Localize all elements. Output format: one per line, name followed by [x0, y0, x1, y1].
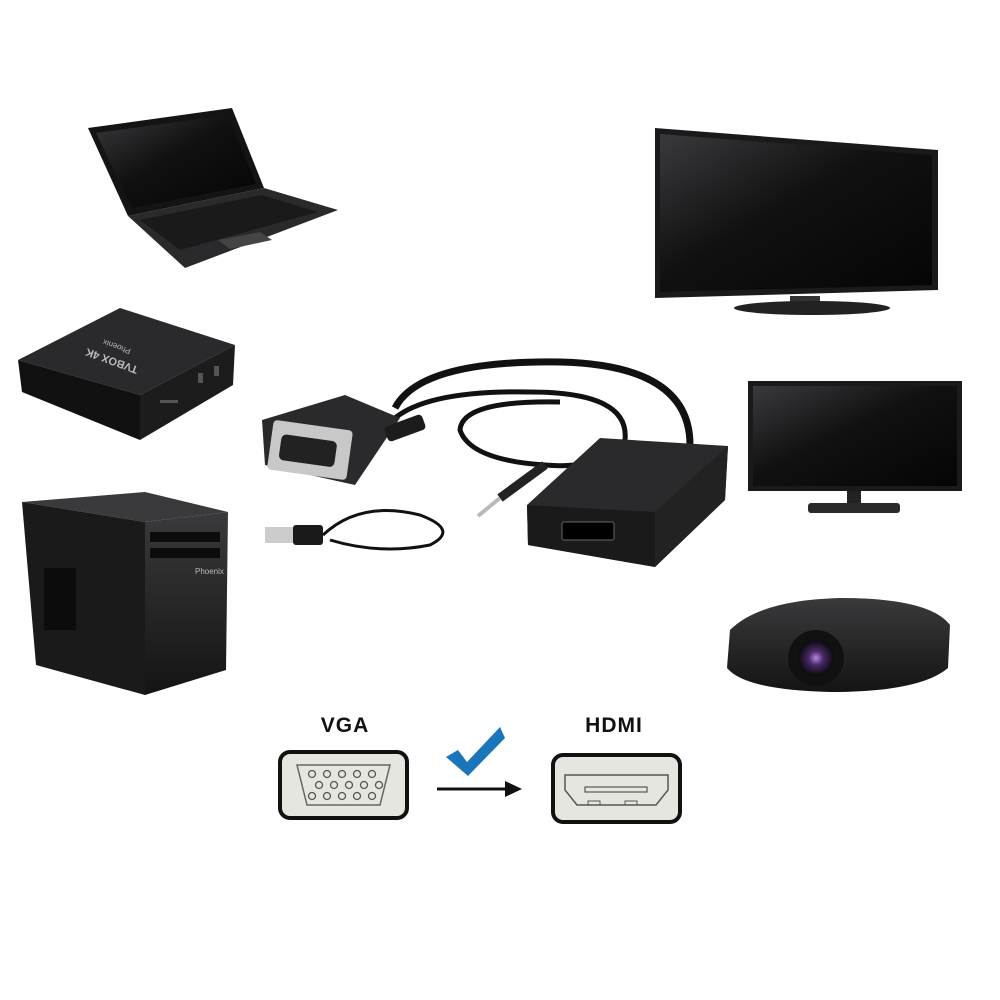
- vga-to-hdmi-diagram: VGA HDMI: [278, 714, 682, 824]
- tv-image: [655, 128, 938, 315]
- vga-to-hdmi-adapter-image: [262, 358, 728, 567]
- hdmi-label: HDMI: [585, 714, 643, 737]
- hdmi-port-icon: [551, 753, 682, 824]
- arrow-right-icon: [437, 781, 522, 797]
- pc-tower-image: Phoenix: [22, 492, 228, 695]
- laptop-image: [88, 108, 338, 268]
- vga-label: VGA: [321, 714, 370, 737]
- vga-port-icon: [278, 750, 409, 820]
- monitor-image: [748, 381, 962, 513]
- projector-image: [727, 598, 950, 692]
- pc-tower-brand: Phoenix: [195, 567, 224, 576]
- checkmark-icon: [446, 727, 505, 776]
- tv-box-image: Phoenix TVBOX 4K: [18, 308, 235, 440]
